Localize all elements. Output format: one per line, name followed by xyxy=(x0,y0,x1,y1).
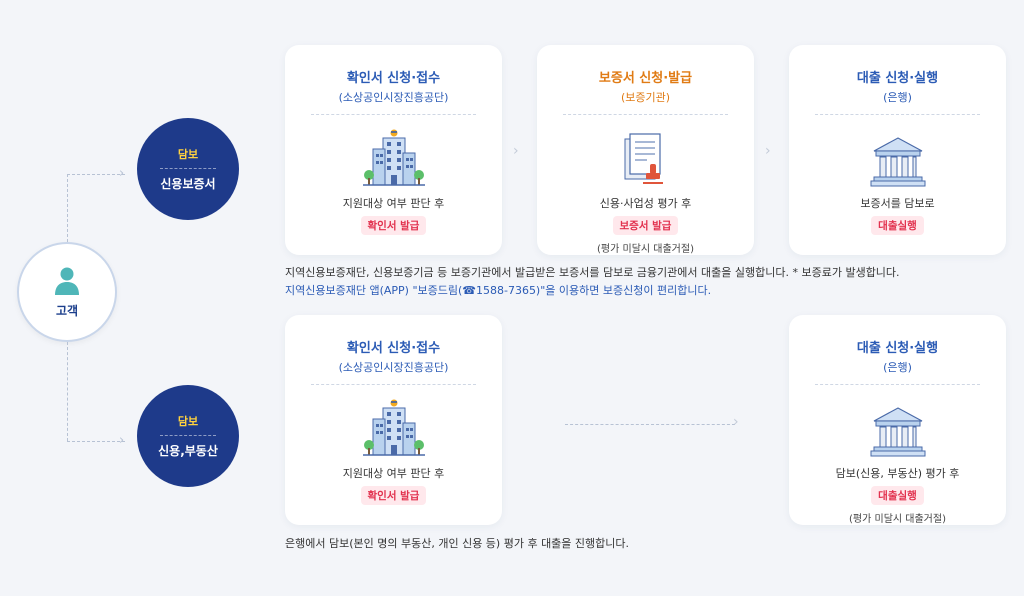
card-title: 확인서 신청·접수 xyxy=(346,71,441,86)
connector-row2-arrow-icon: › xyxy=(119,433,125,448)
building-icon xyxy=(362,129,425,187)
collateral-tag: 담보 xyxy=(177,148,199,161)
card-confirmation-application: 확인서 신청·접수 (소상공인시장진흥공단) 지원대상 xyxy=(285,315,502,525)
card-description: 담보(신용, 부동산) 평가 후 xyxy=(835,467,960,480)
divider xyxy=(160,168,216,169)
building-icon xyxy=(362,399,425,457)
chevron-right-icon: › xyxy=(765,143,771,159)
connector-row2 xyxy=(67,441,125,442)
connector-skip xyxy=(565,424,735,425)
divider xyxy=(311,384,476,385)
collateral-label: 신용보증서 xyxy=(160,177,216,191)
card-title: 대출 신청·실행 xyxy=(856,71,939,86)
divider xyxy=(160,435,216,436)
chevron-right-icon: › xyxy=(513,143,519,159)
card-subtitle: (소상공인시장진흥공단) xyxy=(338,361,449,374)
card-subtitle: (보증기관) xyxy=(620,91,671,104)
card-subtitle: (은행) xyxy=(883,91,912,104)
row1-app-info-text: 지역신용보증재단 앱(APP) "보증드림(☎1588-7365)"을 이용하면… xyxy=(285,284,712,297)
connector-up xyxy=(67,174,68,242)
chevron-right-icon: › xyxy=(733,414,739,430)
certificate-stamp-icon xyxy=(621,129,671,187)
card-loan-execution: 대출 신청·실행 (은행) 보증서를 담보로 대출실행 xyxy=(789,45,1006,255)
card-subtitle: (은행) xyxy=(883,361,912,374)
status-badge: 확인서 발급 xyxy=(360,486,427,505)
card-guarantee-issuance: 보증서 신청·발급 (보증기관) 신용·사업성 평가 후 보증서 발급 (평가 … xyxy=(537,45,754,255)
card-description: 지원대상 여부 판단 후 xyxy=(342,197,445,210)
card-note: (평가 미달시 대출거절) xyxy=(849,514,946,525)
bank-icon xyxy=(870,399,926,457)
customer-label: 고객 xyxy=(55,303,79,318)
card-description: 보증서를 담보로 xyxy=(860,197,935,210)
divider xyxy=(815,114,980,115)
customer-node: 고객 xyxy=(17,242,117,342)
collateral-tag: 담보 xyxy=(177,415,199,428)
status-badge: 대출실행 xyxy=(871,216,924,235)
connector-row1 xyxy=(67,174,125,175)
status-badge: 확인서 발급 xyxy=(360,216,427,235)
card-title: 대출 신청·실행 xyxy=(856,341,939,356)
person-icon xyxy=(55,267,79,295)
divider xyxy=(311,114,476,115)
card-loan-execution: 대출 신청·실행 (은행) 담보(신용, 부동산) 평가 후 대출실행 (평가 … xyxy=(789,315,1006,525)
collateral-label: 신용,부동산 xyxy=(158,444,218,458)
card-description: 신용·사업성 평가 후 xyxy=(599,197,692,210)
collateral-credit-realestate-node: 담보 신용,부동산 xyxy=(137,385,239,487)
connector-row1-arrow-icon: › xyxy=(119,166,125,181)
card-note: (평가 미달시 대출거절) xyxy=(597,244,694,255)
divider xyxy=(563,114,728,115)
status-badge: 대출실행 xyxy=(871,486,924,505)
row1-info-text: 지역신용보증재단, 신용보증기금 등 보증기관에서 발급받은 보증서를 담보로 … xyxy=(285,266,900,279)
connector-down xyxy=(67,342,68,441)
card-description: 지원대상 여부 판단 후 xyxy=(342,467,445,480)
divider xyxy=(815,384,980,385)
card-title: 확인서 신청·접수 xyxy=(346,341,441,356)
status-badge: 보증서 발급 xyxy=(612,216,679,235)
card-title: 보증서 신청·발급 xyxy=(598,71,693,86)
collateral-guarantee-node: 담보 신용보증서 xyxy=(137,118,239,220)
card-subtitle: (소상공인시장진흥공단) xyxy=(338,91,449,104)
card-confirmation-application: 확인서 신청·접수 (소상공인시장진흥공단) 지원대상 xyxy=(285,45,502,255)
row2-info-text: 은행에서 담보(본인 명의 부동산, 개인 신용 등) 평가 후 대출을 진행합… xyxy=(285,537,630,550)
bank-icon xyxy=(870,129,926,187)
